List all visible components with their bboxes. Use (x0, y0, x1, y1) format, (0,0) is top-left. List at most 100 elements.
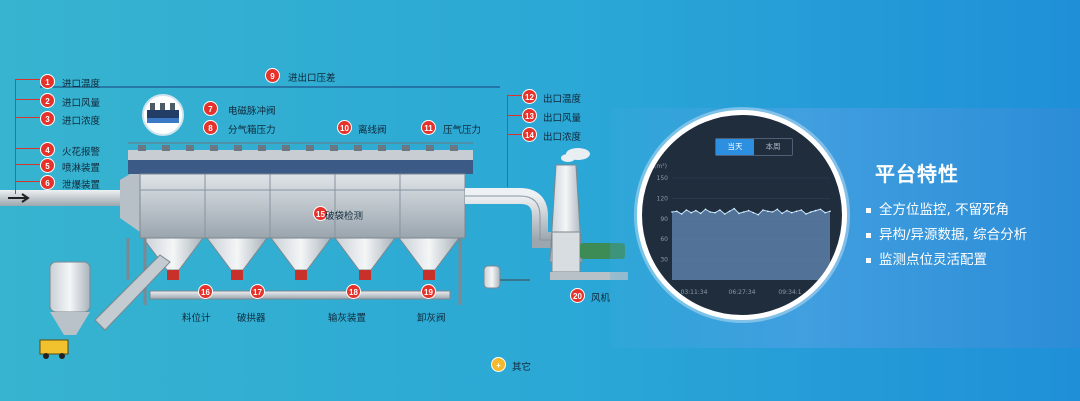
data-point (699, 212, 702, 215)
ash-hopper (398, 237, 460, 271)
callout-label-4: 火花报警 (62, 147, 101, 158)
data-point (743, 211, 745, 213)
pulse-valve (258, 145, 266, 151)
callout-badge-17[interactable]: 17 (250, 284, 265, 299)
callout-label-17: 破拱器 (237, 313, 266, 324)
data-point (786, 209, 788, 212)
filter-body (139, 173, 466, 239)
left-lead-vertical (15, 79, 16, 194)
callout-badge-15[interactable]: 15 (313, 206, 328, 221)
callout-label-13: 出口风量 (543, 113, 582, 124)
callout-badge-7[interactable]: 7 (203, 101, 218, 116)
discharge-valve (295, 270, 307, 280)
callout-label-6: 泄爆装置 (62, 180, 101, 191)
tab-week[interactable]: 本周 (765, 142, 781, 151)
bullet-icon (866, 207, 871, 213)
callout-badge-3[interactable]: 3 (40, 111, 55, 126)
callout-badge-2[interactable]: 2 (40, 93, 55, 108)
data-point (676, 210, 678, 213)
discharge-valve (359, 270, 371, 280)
pulse-valve (354, 145, 362, 151)
callout-badge-10[interactable]: 10 (337, 120, 352, 135)
x-tick-label: 03:11:34 (681, 289, 708, 296)
data-point (714, 211, 716, 214)
callout-label-15: 破袋检测 (325, 211, 364, 222)
other-label: 其它 (512, 362, 532, 373)
feature-text-1: 全方位监控, 不留死角 (879, 202, 1010, 218)
callout-badge-11[interactable]: 11 (421, 120, 436, 135)
tab-today[interactable]: 当天 (716, 139, 754, 155)
data-point (671, 211, 673, 213)
data-point (690, 211, 692, 214)
other-badge[interactable]: + (491, 357, 506, 372)
callout-badge-19[interactable]: 19 (421, 284, 436, 299)
callout-label-20: 风机 (591, 293, 611, 304)
ash-hopper (334, 237, 396, 271)
callout-badge-13[interactable]: 13 (522, 108, 537, 123)
pulse-valve (450, 145, 458, 151)
data-point (685, 209, 688, 211)
screw-conveyor (149, 290, 451, 300)
bullet-icon (866, 257, 871, 263)
pulse-valve (234, 145, 242, 151)
chart-unit: (m³) (654, 163, 667, 170)
data-point (829, 210, 831, 213)
callout-badge-18[interactable]: 18 (346, 284, 361, 299)
data-point (762, 209, 764, 211)
data-point (695, 209, 697, 212)
callout-badge-9[interactable]: 9 (265, 68, 280, 83)
fan-housing (551, 231, 581, 273)
ash-hopper (206, 237, 268, 271)
callout-badge-5[interactable]: 5 (40, 158, 55, 173)
x-tick-label: 06:27:34 (729, 289, 756, 296)
callout-label-16: 料位计 (182, 313, 211, 324)
callout-label-19: 卸灰阀 (417, 313, 446, 324)
data-point (805, 213, 807, 215)
data-point (771, 211, 774, 213)
pulse-valve (138, 145, 146, 151)
bullet-icon (866, 232, 871, 238)
data-point (767, 210, 769, 213)
callout-badge-12[interactable]: 12 (522, 89, 537, 104)
y-tick-label: 150 (657, 175, 669, 182)
air-tank (483, 265, 501, 289)
pulse-valve (186, 145, 194, 151)
data-point (747, 209, 750, 212)
ash-silo (49, 261, 91, 313)
feature-text-2: 异构/异源数据, 综合分析 (879, 227, 1028, 243)
callout-label-7: 电磁脉冲阀 (228, 106, 276, 117)
data-point (709, 211, 712, 213)
feature-text-3: 监测点位灵活配置 (879, 252, 987, 268)
callout-badge-8[interactable]: 8 (203, 120, 218, 135)
callout-badge-4[interactable]: 4 (40, 142, 55, 157)
pulse-valve (210, 145, 218, 151)
inlet-pipe (0, 190, 122, 206)
callout-badge-16[interactable]: 16 (198, 284, 213, 299)
inlet-arrow-icon (8, 193, 30, 203)
silo-cone (50, 312, 90, 335)
discharge-valve (231, 270, 243, 280)
pulse-valve (306, 145, 314, 151)
outlet-pipe (465, 188, 552, 248)
callout-badge-14[interactable]: 14 (522, 127, 537, 142)
callout-badge-20[interactable]: 20 (570, 288, 585, 303)
y-tick-label: 30 (660, 257, 668, 264)
callout-label-14: 出口浓度 (543, 132, 582, 143)
callout-badge-6[interactable]: 6 (40, 175, 55, 190)
callout-label-8: 分气箱压力 (228, 125, 276, 136)
data-point (790, 211, 793, 214)
callout-label-1: 进口温度 (62, 79, 101, 90)
callout-badge-1[interactable]: 1 (40, 74, 55, 89)
data-point (680, 213, 683, 215)
callout-label-9: 进出口压差 (288, 73, 336, 84)
panel-title: 平台特性 (875, 162, 959, 186)
callout-label-5: 喷淋装置 (62, 163, 101, 174)
callout-label-2: 进口风量 (62, 98, 101, 109)
feature-item-2: 异构/异源数据, 综合分析 (866, 223, 1027, 243)
data-point (728, 210, 731, 213)
callout-label-12: 出口温度 (543, 94, 582, 105)
data-point (738, 212, 740, 215)
callout-label-11: 压气压力 (443, 125, 482, 136)
inclined-conveyor (94, 254, 171, 331)
